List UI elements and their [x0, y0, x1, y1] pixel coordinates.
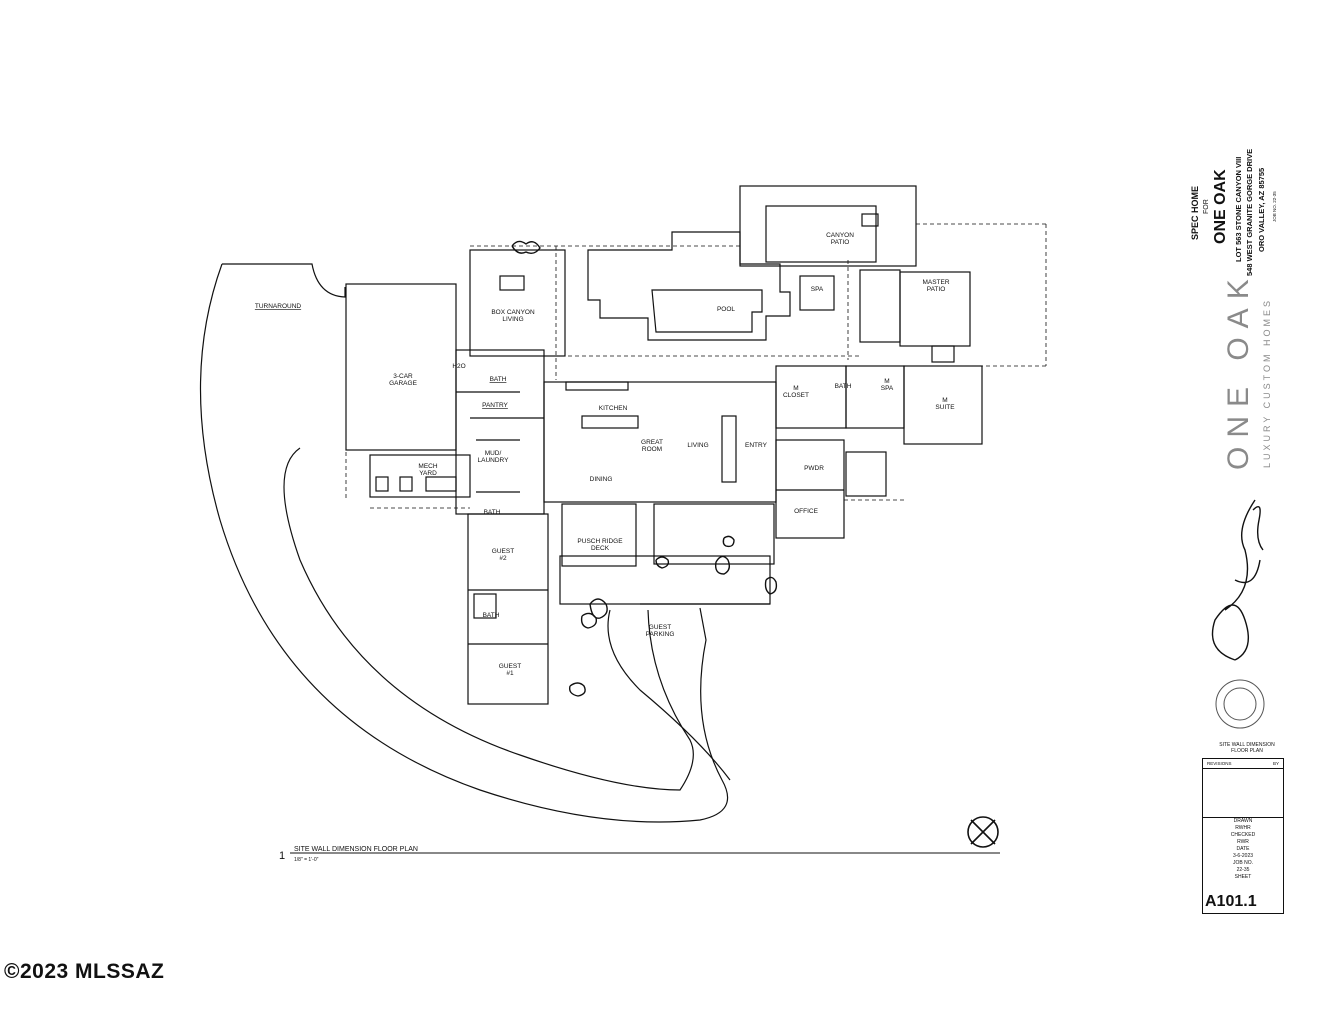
sheet-title-2: FLOOR PLAN: [1231, 748, 1263, 754]
label-bath-guest: BATH: [483, 612, 500, 619]
job-number-header: JOB NO. 22-35: [1272, 191, 1277, 222]
architect-signature-icon: [1211, 499, 1265, 729]
label-garage-1: 3-CAR: [393, 373, 413, 380]
label-master-patio-2: PATIO: [927, 286, 946, 293]
label-mud-2: LAUNDRY: [478, 457, 510, 464]
label-pwdr: PWDR: [804, 465, 824, 472]
label-guest-parking-1: GUEST: [649, 624, 671, 631]
spa-outline: [799, 275, 835, 311]
job-no-label: JOB NO.: [1232, 860, 1253, 866]
label-guest1-2: #1: [506, 670, 514, 677]
label-great-room-2: ROOM: [642, 446, 662, 453]
label-guest1-1: GUEST: [499, 663, 521, 670]
label-spa: SPA: [811, 286, 824, 293]
label-guest2-1: GUEST: [492, 548, 514, 555]
master-suite-walls: [903, 365, 983, 445]
label-bath-mud: BATH: [484, 509, 501, 516]
label-m-spa-2: SPA: [881, 385, 894, 392]
by-label: BY: [1272, 761, 1279, 766]
sheet-label: SHEET: [1234, 874, 1252, 880]
label-canyon-patio-1: CANYON: [826, 232, 854, 239]
revisions-label: REVISIONS: [1207, 761, 1232, 766]
pusch-ridge-deck: [561, 503, 637, 567]
label-dining: DINING: [590, 476, 613, 483]
label-great-room-1: GREAT: [641, 439, 663, 446]
label-pusch-2: DECK: [591, 545, 610, 552]
label-pantry: PANTRY: [482, 402, 508, 409]
label-turnaround: TURNAROUND: [255, 303, 302, 310]
checked-label: CHECKED: [1230, 832, 1256, 838]
label-guest2-2: #2: [499, 555, 507, 562]
label-m-suite-1: M: [942, 397, 947, 404]
label-mud-1: MUD/: [485, 450, 502, 457]
drawn-label: DRAWN: [1233, 818, 1253, 824]
pool-outline: [651, 289, 763, 333]
date-label: DATE: [1236, 846, 1250, 852]
garage-walls: [345, 283, 457, 451]
label-kitchen: KITCHEN: [599, 405, 628, 412]
north-arrow-icon: [967, 816, 999, 848]
sheet-number: A101.1: [1205, 893, 1257, 910]
office-walls: [775, 439, 845, 539]
job-no-value: 22-35: [1236, 867, 1250, 873]
canyon-patio-outline: [739, 185, 917, 267]
project-type: SPEC HOME: [1190, 185, 1200, 240]
label-bath-master: BATH: [835, 383, 852, 390]
label-office: OFFICE: [794, 508, 818, 515]
label-bath-box: BATH: [490, 376, 507, 383]
label-pusch-1: PUSCH RIDGE: [577, 538, 623, 545]
label-m-closet-1: M: [793, 385, 798, 392]
label-canyon-patio-2: PATIO: [831, 239, 850, 246]
client-name: ONE OAK: [1212, 169, 1229, 244]
label-master-patio-1: MASTER: [922, 279, 949, 286]
sheet-info-box: REVISIONS BY DRAWN RWHR CHECKED RWR DATE…: [1202, 758, 1284, 914]
checked-by: RWR: [1237, 839, 1249, 845]
label-mech-1: MECH: [418, 463, 437, 470]
pool-deck-outline: [587, 231, 791, 341]
master-bath-walls: [845, 365, 905, 429]
drawing-number: 1: [279, 850, 285, 862]
label-box-canyon-2: LIVING: [502, 316, 523, 323]
box-canyon-walls: [469, 249, 566, 357]
address: 548 WEST GRANITE GORGE DRIVE: [1245, 148, 1254, 276]
label-m-closet-2: CLOSET: [783, 392, 809, 399]
label-pool: POOL: [717, 306, 735, 313]
label-box-canyon-1: BOX CANYON: [491, 309, 535, 316]
label-mech-2: YARD: [419, 470, 437, 477]
drawing-scale: 1/8" = 1'-0": [294, 857, 319, 863]
driveway-outline: [199, 263, 729, 823]
mls-watermark: ©2023 MLSSAZ: [4, 960, 165, 983]
mech-yard-walls: [369, 454, 471, 498]
guest-wing-walls: [467, 513, 549, 705]
sheet-title-1: SITE WALL DIMENSION: [1219, 742, 1275, 748]
drawn-by: RWHR: [1235, 825, 1251, 831]
label-garage-2: GARAGE: [389, 380, 417, 387]
guest-parking-edge: [607, 609, 731, 781]
label-entry: ENTRY: [745, 442, 768, 449]
label-m-suite-2: SUITE: [935, 404, 955, 411]
label-guest-parking-2: PARKING: [646, 631, 675, 638]
logo-text: ONE OAK: [1222, 270, 1255, 470]
label-living: LIVING: [687, 442, 708, 449]
city: ORO VALLEY, AZ 85755: [1257, 167, 1266, 252]
date-value: 3-6-2023: [1232, 853, 1253, 859]
label-m-spa-1: M: [884, 378, 889, 385]
drawing-title: SITE WALL DIMENSION FLOOR PLAN: [294, 846, 418, 853]
label-h2o: H2O: [452, 363, 465, 370]
logo-tagline: LUXURY CUSTOM HOMES: [1262, 297, 1272, 468]
project-for: FOR: [1203, 199, 1210, 214]
lot: LOT 563 STONE CANYON VIII: [1234, 156, 1243, 262]
